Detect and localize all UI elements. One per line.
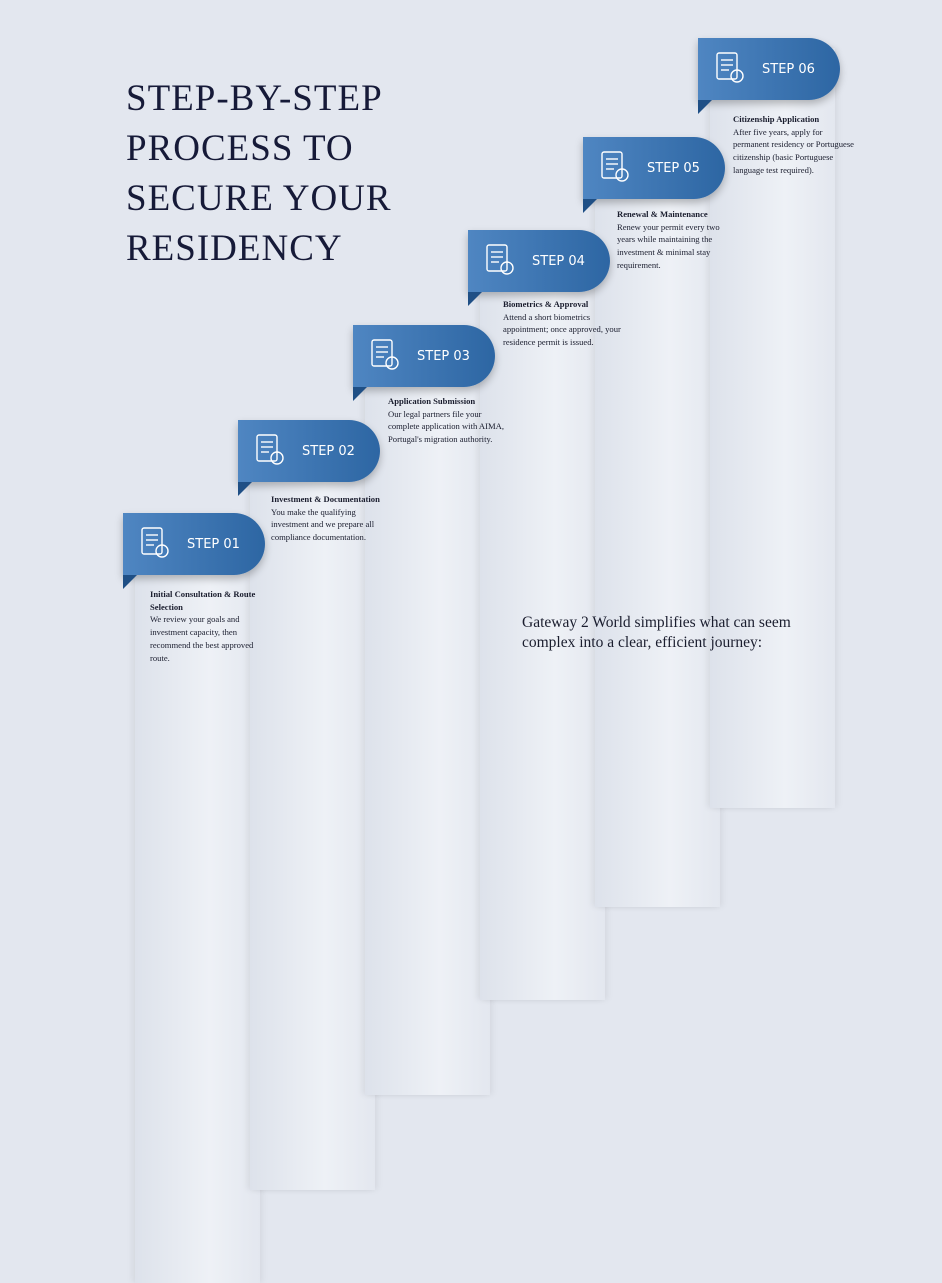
step-column (710, 48, 835, 808)
ribbon-fold (698, 100, 712, 114)
title-line: RESIDENCY (126, 228, 343, 269)
ribbon-fold (123, 575, 137, 589)
ribbon-fold (468, 292, 482, 306)
step-body: We review your goals and investment capa… (150, 614, 254, 663)
application-document-icon (353, 335, 417, 377)
step-column (365, 335, 490, 1095)
step-heading: Renewal & Maintenance (617, 209, 708, 219)
ribbon-fold (238, 482, 252, 496)
step-body: Our legal partners file your complete ap… (388, 408, 504, 445)
tagline-line: complex into a clear, efficient journey: (522, 634, 763, 651)
document-renewal-icon (583, 147, 647, 189)
step-tab: STEP 04 (468, 230, 610, 306)
step-description: Citizenship Application After five years… (733, 113, 855, 177)
step-heading: Biometrics & Approval (503, 299, 589, 309)
step-body: Renew your permit every two years while … (617, 221, 720, 270)
step-description: Investment & Documentation You make the … (271, 493, 393, 544)
step-body: After five years, apply for permanent re… (733, 126, 854, 175)
investment-growth-icon (238, 430, 302, 472)
step-heading: Application Submission (388, 396, 476, 406)
step-body: Attend a short biometrics appointment; o… (503, 311, 621, 348)
ribbon-fold (583, 199, 597, 213)
page-title: STEP-BY-STEP PROCESS TO SECURE YOUR RESI… (126, 74, 392, 274)
step-label: STEP 06 (762, 61, 815, 77)
title-line: STEP-BY-STEP (126, 78, 383, 119)
step-tab: STEP 03 (353, 325, 495, 401)
step-tab: STEP 06 (698, 38, 840, 114)
step-heading: Initial Consultation & Route Selection (150, 589, 256, 612)
step-heading: Investment & Documentation (271, 494, 380, 504)
step-label: STEP 04 (532, 253, 585, 269)
ribbon-fold (353, 387, 367, 401)
tagline-line: Gateway 2 World simplifies what can seem (522, 614, 791, 631)
tagline: Gateway 2 World simplifies what can seem… (522, 613, 791, 653)
step-label: STEP 01 (187, 536, 240, 552)
step-description: Initial Consultation & Route Selection W… (150, 588, 272, 664)
step-column (250, 430, 375, 1190)
step-label: STEP 03 (417, 348, 470, 364)
step-tab: STEP 05 (583, 137, 725, 213)
step-body: You make the qualifying investment and w… (271, 506, 375, 543)
step-tab: STEP 01 (123, 513, 265, 589)
step-description: Renewal & Maintenance Renew your permit … (617, 208, 739, 272)
passport-icon (698, 48, 762, 90)
step-description: Biometrics & Approval Attend a short bio… (503, 298, 625, 349)
consultation-icon (123, 523, 187, 565)
step-tab: STEP 02 (238, 420, 380, 496)
step-heading: Citizenship Application (733, 114, 820, 124)
title-line: SECURE YOUR (126, 178, 392, 219)
fingerprint-shield-icon (468, 240, 532, 282)
title-line: PROCESS TO (126, 128, 354, 169)
step-label: STEP 05 (647, 160, 700, 176)
step-label: STEP 02 (302, 443, 355, 459)
step-description: Application Submission Our legal partner… (388, 395, 510, 446)
